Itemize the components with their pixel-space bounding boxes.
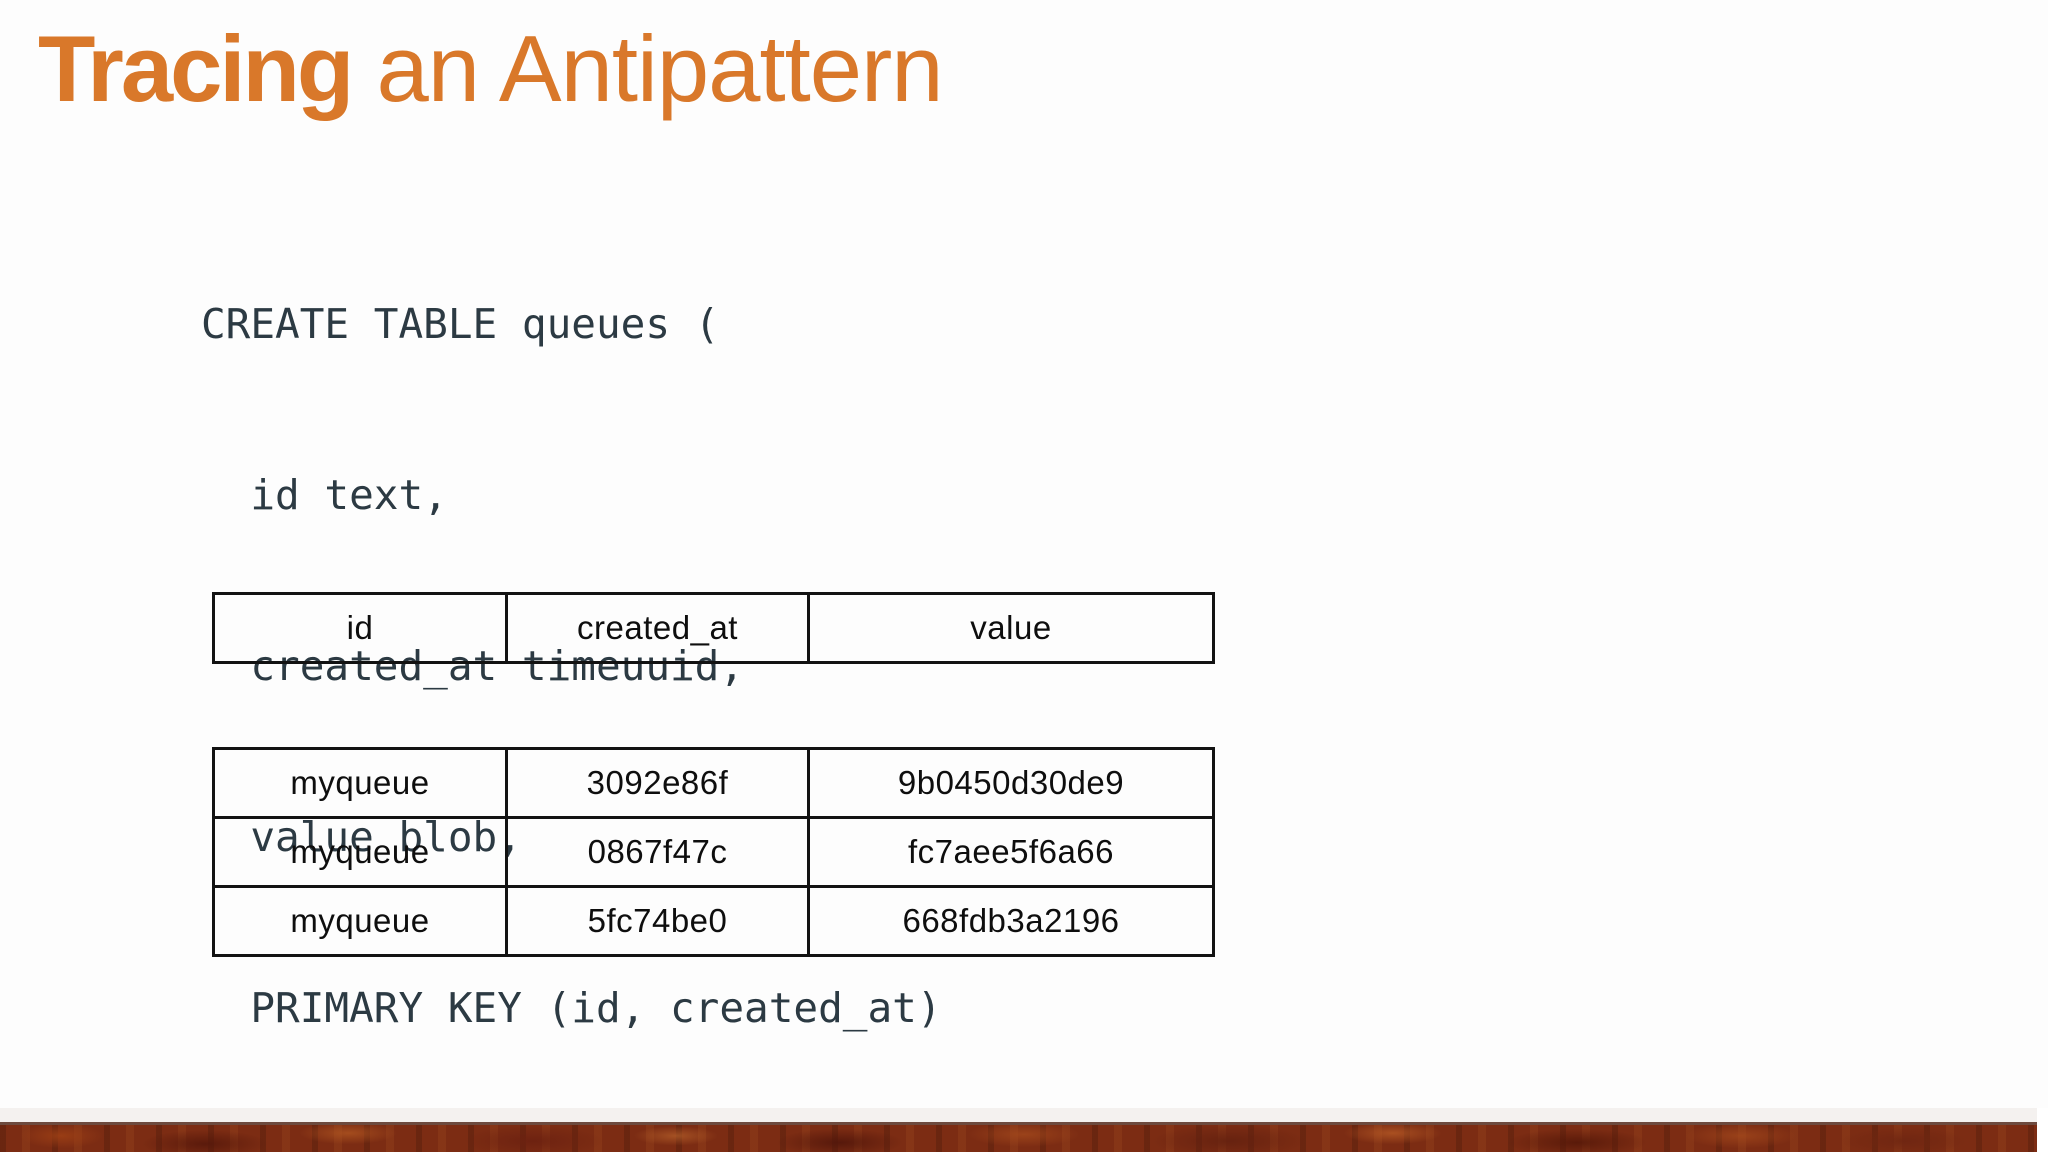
cell-created-at: 3092e86f [505, 747, 810, 819]
table-row: myqueue 0867f47c fc7aee5f6a66 [212, 816, 1215, 888]
cell-value: fc7aee5f6a66 [807, 816, 1215, 888]
code-line: CREATE TABLE queues ( [201, 300, 720, 348]
cell-value: 9b0450d30de9 [807, 747, 1215, 819]
data-table: myqueue 3092e86f 9b0450d30de9 myqueue 08… [212, 747, 1215, 957]
footer-light-strip [0, 1108, 2048, 1122]
schema-column-id: id [212, 592, 508, 664]
table-row: myqueue 3092e86f 9b0450d30de9 [212, 747, 1215, 819]
cell-value: 668fdb3a2196 [807, 885, 1215, 957]
code-line: PRIMARY KEY (id, created_at) [201, 984, 942, 1032]
slide-title-emphasis: Tracing [38, 16, 354, 121]
schema-header-row: id created_at value [212, 592, 1215, 664]
schema-column-created-at: created_at [505, 592, 810, 664]
footer-texture-band [0, 1125, 2048, 1152]
schema-table: id created_at value [212, 592, 1215, 664]
cell-id: myqueue [212, 747, 508, 819]
code-line: id text, [201, 471, 448, 519]
table-row: myqueue 5fc74be0 668fdb3a2196 [212, 885, 1215, 957]
cell-created-at: 0867f47c [505, 816, 810, 888]
schema-column-value: value [807, 592, 1215, 664]
footer-divider-line [0, 1122, 2048, 1125]
cell-id: myqueue [212, 885, 508, 957]
footer-right-gap [2037, 1108, 2048, 1152]
code-block: CREATE TABLE queues ( id text, created_a… [201, 182, 942, 1152]
slide-title-rest: an Antipattern [351, 16, 943, 121]
cell-created-at: 5fc74be0 [505, 885, 810, 957]
cell-id: myqueue [212, 816, 508, 888]
slide-title: Tracing an Antipattern [38, 22, 944, 116]
